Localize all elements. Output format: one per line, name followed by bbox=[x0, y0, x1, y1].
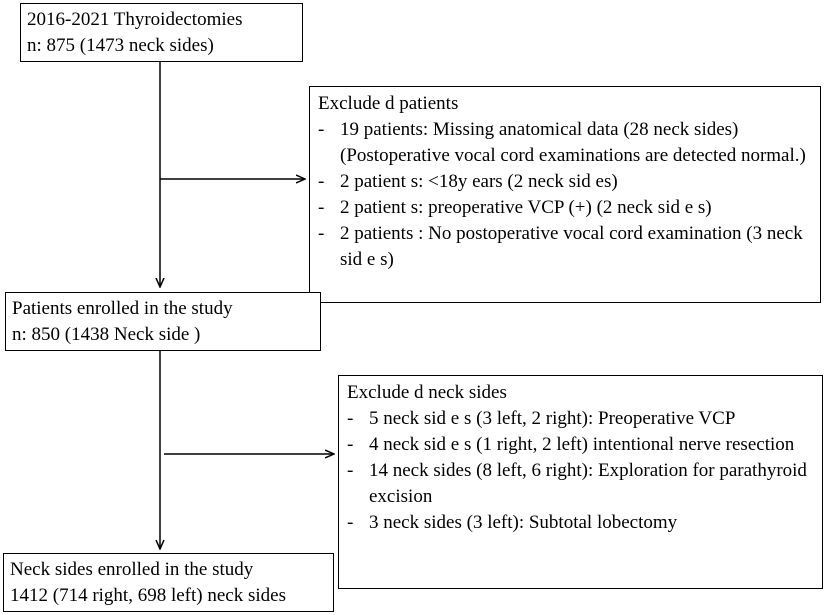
excluded-neck-sides-item-text: 14 neck sides (8 left, 6 right): Explora… bbox=[369, 460, 807, 507]
excluded-neck-sides-title: Exclude d neck sides bbox=[347, 382, 507, 403]
bullet-dash: - bbox=[347, 408, 354, 429]
excluded-patients-item-text: 2 patients : No postoperative vocal cord… bbox=[340, 223, 803, 270]
excluded-neck-sides-item-text: 5 neck sid e s (3 left, 2 right): Preope… bbox=[369, 408, 736, 429]
bullet-dash: - bbox=[347, 434, 354, 455]
excluded-neck-sides-item: - 14 neck sides (8 left, 6 right): Explo… bbox=[347, 458, 814, 510]
excluded-neck-sides-item: - 5 neck sid e s (3 left, 2 right): Preo… bbox=[347, 406, 814, 432]
bullet-dash: - bbox=[318, 119, 325, 140]
excluded-patients-item-text: 2 patient s: <18y ears (2 neck sid es) bbox=[340, 171, 618, 192]
excluded-neck-sides-item: - 4 neck sid e s (1 right, 2 left) inten… bbox=[347, 432, 814, 458]
excluded-patients-item-text: 2 patient s: preoperative VCP (+) (2 nec… bbox=[340, 197, 712, 218]
enrolled-neck-sides-title: Neck sides enrolled in the study bbox=[10, 559, 254, 580]
enrolled-patients-count: n: 850 (1438 Neck side ) bbox=[12, 324, 201, 345]
excluded-patients-box: Exclude d patients - 19 patients: Missin… bbox=[309, 86, 821, 303]
excluded-neck-sides-list: - 5 neck sid e s (3 left, 2 right): Preo… bbox=[347, 406, 814, 536]
bullet-dash: - bbox=[318, 197, 325, 218]
enrolled-patients-box: Patients enrolled in the study n: 850 (1… bbox=[5, 292, 321, 351]
excluded-patients-title: Exclude d patients bbox=[318, 93, 459, 114]
bullet-dash: - bbox=[347, 512, 354, 533]
excluded-patients-item-text: 19 patients: Missing anatomical data (28… bbox=[340, 119, 806, 166]
enrolled-neck-sides-box: Neck sides enrolled in the study 1412 (7… bbox=[3, 553, 334, 612]
enrolled-patients-title: Patients enrolled in the study bbox=[12, 298, 233, 319]
excluded-patients-item: - 2 patient s: <18y ears (2 neck sid es) bbox=[318, 169, 812, 195]
excluded-neck-sides-box: Exclude d neck sides - 5 neck sid e s (3… bbox=[338, 375, 823, 589]
excluded-patients-item: - 19 patients: Missing anatomical data (… bbox=[318, 117, 812, 169]
bullet-dash: - bbox=[318, 223, 325, 244]
enrolled-neck-sides-count: 1412 (714 right, 698 left) neck sides bbox=[10, 585, 286, 606]
start-box-title: 2016-2021 Thyroidectomies bbox=[27, 9, 243, 30]
start-box-count: n: 875 (1473 neck sides) bbox=[27, 35, 214, 56]
excluded-patients-list: - 19 patients: Missing anatomical data (… bbox=[318, 117, 812, 273]
start-box: 2016-2021 Thyroidectomies n: 875 (1473 n… bbox=[20, 3, 303, 62]
excluded-patients-item: - 2 patients : No postoperative vocal co… bbox=[318, 221, 812, 273]
excluded-neck-sides-item-text: 3 neck sides (3 left): Subtotal lobectom… bbox=[369, 512, 678, 533]
excluded-neck-sides-item-text: 4 neck sid e s (1 right, 2 left) intenti… bbox=[369, 434, 795, 455]
excluded-patients-item: - 2 patient s: preoperative VCP (+) (2 n… bbox=[318, 195, 812, 221]
excluded-neck-sides-item: - 3 neck sides (3 left): Subtotal lobect… bbox=[347, 510, 814, 536]
bullet-dash: - bbox=[318, 171, 325, 192]
bullet-dash: - bbox=[347, 460, 354, 481]
